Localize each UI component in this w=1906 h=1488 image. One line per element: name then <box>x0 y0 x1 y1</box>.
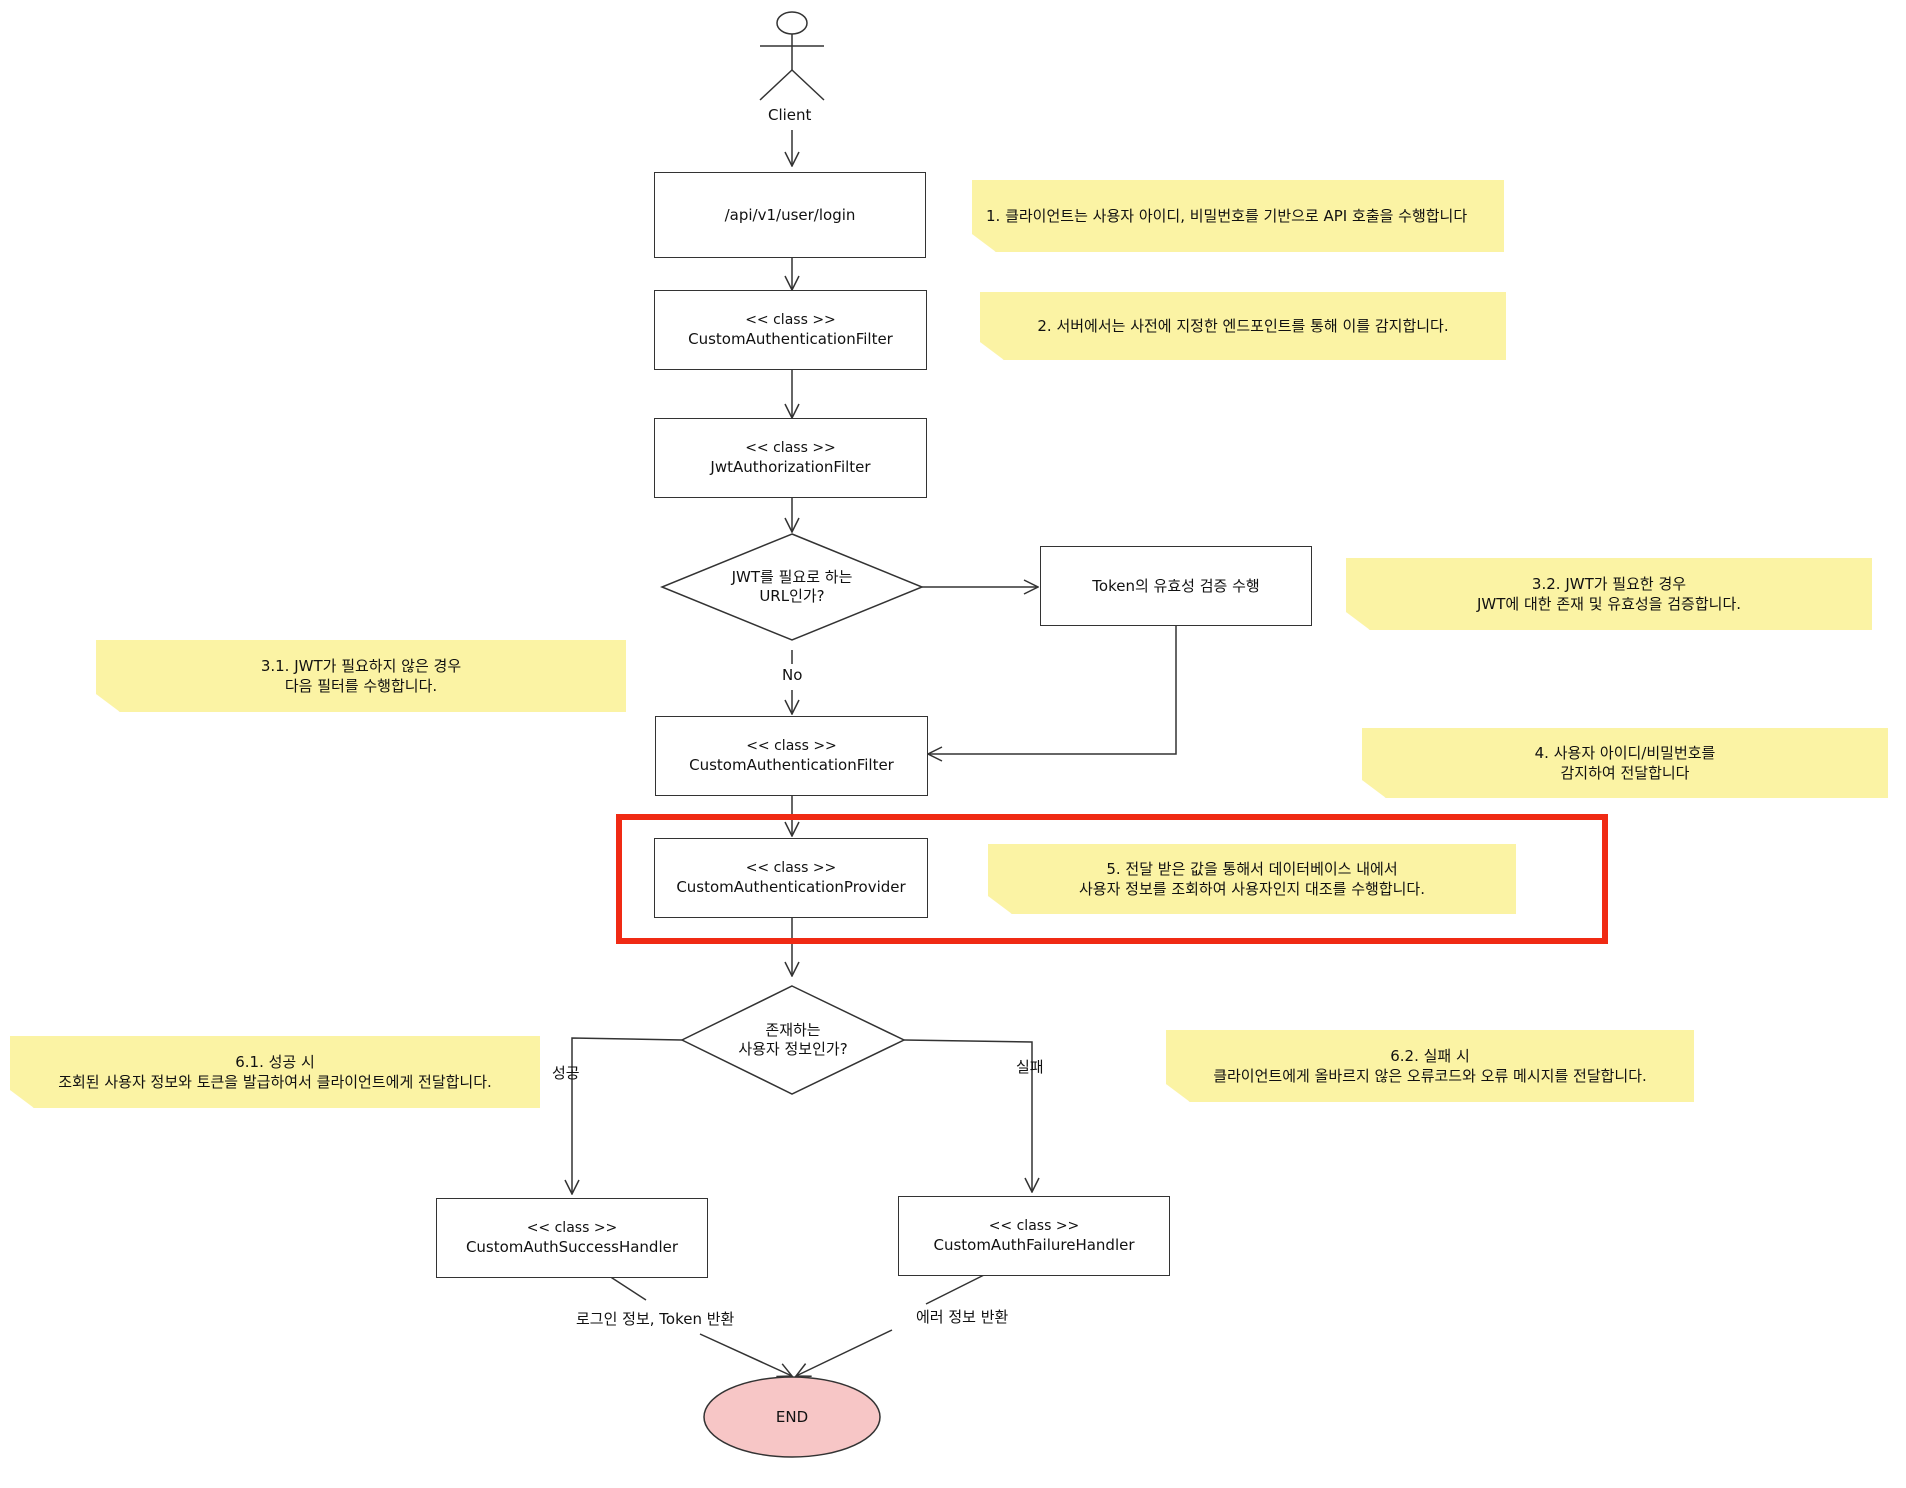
decision-line: 존재하는 <box>765 1021 821 1039</box>
stereotype-label: << class >> <box>745 312 836 328</box>
class-name-label: CustomAuthenticationFilter <box>689 756 894 774</box>
note-line: 3.2. JWT가 필요한 경우 <box>1531 575 1687 593</box>
actor-figure <box>759 11 825 101</box>
login-endpoint-box: /api/v1/user/login <box>654 172 926 258</box>
decision-jwt-needed-shape <box>660 533 924 641</box>
note-step-6-2: 6.2. 실패 시 클라이언트에게 올바르지 않은 오류코드와 오류 메시지를 … <box>1166 1030 1694 1102</box>
stereotype-label: << class >> <box>526 1220 618 1236</box>
custom-auth-failure-handler-box: << class >> CustomAuthFailureHandler <box>898 1196 1170 1276</box>
edge-success-end <box>605 1273 647 1301</box>
end-shape <box>703 1376 881 1458</box>
class-name-label: CustomAuthSuccessHandler <box>465 1238 679 1256</box>
edge-failure-end <box>925 1273 987 1305</box>
stereotype-label: << class >> <box>745 440 836 456</box>
note-step-5: 5. 전달 받은 값을 통해서 데이터베이스 내에서 사용자 정보를 조회하여 … <box>988 844 1516 914</box>
class-name-label: CustomAuthenticationFilter <box>688 330 893 348</box>
note-line: 4. 사용자 아이디/비밀번호를 <box>1534 744 1716 762</box>
token-validation-box: Token의 유효성 검증 수행 <box>1040 546 1312 626</box>
token-validation-label: Token의 유효성 검증 수행 <box>1092 576 1260 595</box>
note-step-6-1: 6.1. 성공 시 조회된 사용자 정보와 토큰을 발급하여서 클라이언트에게 … <box>10 1036 540 1108</box>
note-line: 1. 클라이언트는 사용자 아이디, 비밀번호를 기반으로 API 호출을 수행… <box>986 207 1468 225</box>
edge-success <box>572 1037 683 1194</box>
actor-label: Client <box>768 106 812 124</box>
class-name-label: CustomAuthFailureHandler <box>933 1236 1135 1254</box>
note-step-1: 1. 클라이언트는 사용자 아이디, 비밀번호를 기반으로 API 호출을 수행… <box>972 180 1504 252</box>
edge-label-error-info: 에러 정보 반환 <box>914 1308 1011 1326</box>
stereotype-label: << class >> <box>745 860 837 876</box>
highlight-frame <box>616 814 1608 944</box>
note-line: 6.2. 실패 시 <box>1390 1047 1470 1065</box>
decision-line: URL인가? <box>759 587 825 605</box>
note-line: 2. 서버에서는 사전에 지정한 엔드포인트를 통해 이를 감지합니다. <box>1037 317 1449 335</box>
stereotype-label: << class >> <box>988 1218 1080 1234</box>
note-line: 5. 전달 받은 값을 통해서 데이터베이스 내에서 <box>1106 860 1398 878</box>
decision-jwt-needed-text: JWT를 필요로 하는 URL인가? <box>662 560 922 614</box>
note-step-2: 2. 서버에서는 사전에 지정한 엔드포인트를 통해 이를 감지합니다. <box>980 292 1506 360</box>
custom-auth-filter-box: << class >> CustomAuthenticationFilter <box>654 290 927 370</box>
note-line: 다음 필터를 수행합니다. <box>284 677 438 695</box>
custom-auth-provider-box: << class >> CustomAuthenticationProvider <box>654 838 928 918</box>
edge-label-failure: 실패 <box>1016 1058 1044 1076</box>
edge-failure <box>903 1039 1032 1192</box>
edge-label-success: 성공 <box>552 1064 580 1082</box>
decision-line: 사용자 정보인가? <box>738 1040 848 1058</box>
note-step-3-1: 3.1. JWT가 필요하지 않은 경우 다음 필터를 수행합니다. <box>96 640 626 712</box>
note-step-3-2: 3.2. JWT가 필요한 경우 JWT에 대한 존재 및 유효성을 검증합니다… <box>1346 558 1872 630</box>
class-name-label: CustomAuthenticationProvider <box>676 878 906 896</box>
custom-auth-filter-box-2: << class >> CustomAuthenticationFilter <box>655 716 928 796</box>
note-line: 감지하여 전달합니다 <box>1560 764 1690 782</box>
end-label: END <box>775 1408 809 1426</box>
jwt-authorization-filter-box: << class >> JwtAuthorizationFilter <box>654 418 927 498</box>
note-line: 사용자 정보를 조회하여 사용자인지 대조를 수행합니다. <box>1078 880 1425 898</box>
note-line: 클라이언트에게 올바르지 않은 오류코드와 오류 메시지를 전달합니다. <box>1213 1067 1647 1085</box>
note-line: 6.1. 성공 시 <box>235 1053 315 1071</box>
note-line: JWT에 대한 존재 및 유효성을 검증합니다. <box>1476 595 1742 613</box>
login-endpoint-label: /api/v1/user/login <box>724 205 856 224</box>
decision-line: JWT를 필요로 하는 <box>731 568 853 586</box>
class-name-label: JwtAuthorizationFilter <box>710 458 871 476</box>
edge-token-filter2 <box>928 626 1177 754</box>
custom-auth-success-handler-box: << class >> CustomAuthSuccessHandler <box>436 1198 708 1278</box>
note-step-4: 4. 사용자 아이디/비밀번호를 감지하여 전달합니다 <box>1362 728 1888 798</box>
decision-user-exists-shape <box>680 985 906 1095</box>
edge-label-no: No <box>782 666 803 684</box>
note-line: 조회된 사용자 정보와 토큰을 발급하여서 클라이언트에게 전달합니다. <box>58 1073 492 1091</box>
decision-user-exists-text: 존재하는 사용자 정보인가? <box>682 1014 904 1066</box>
stereotype-label: << class >> <box>746 738 837 754</box>
edge-label-login-token: 로그인 정보, Token 반환 <box>574 1310 737 1328</box>
note-line: 3.1. JWT가 필요하지 않은 경우 <box>260 657 462 675</box>
